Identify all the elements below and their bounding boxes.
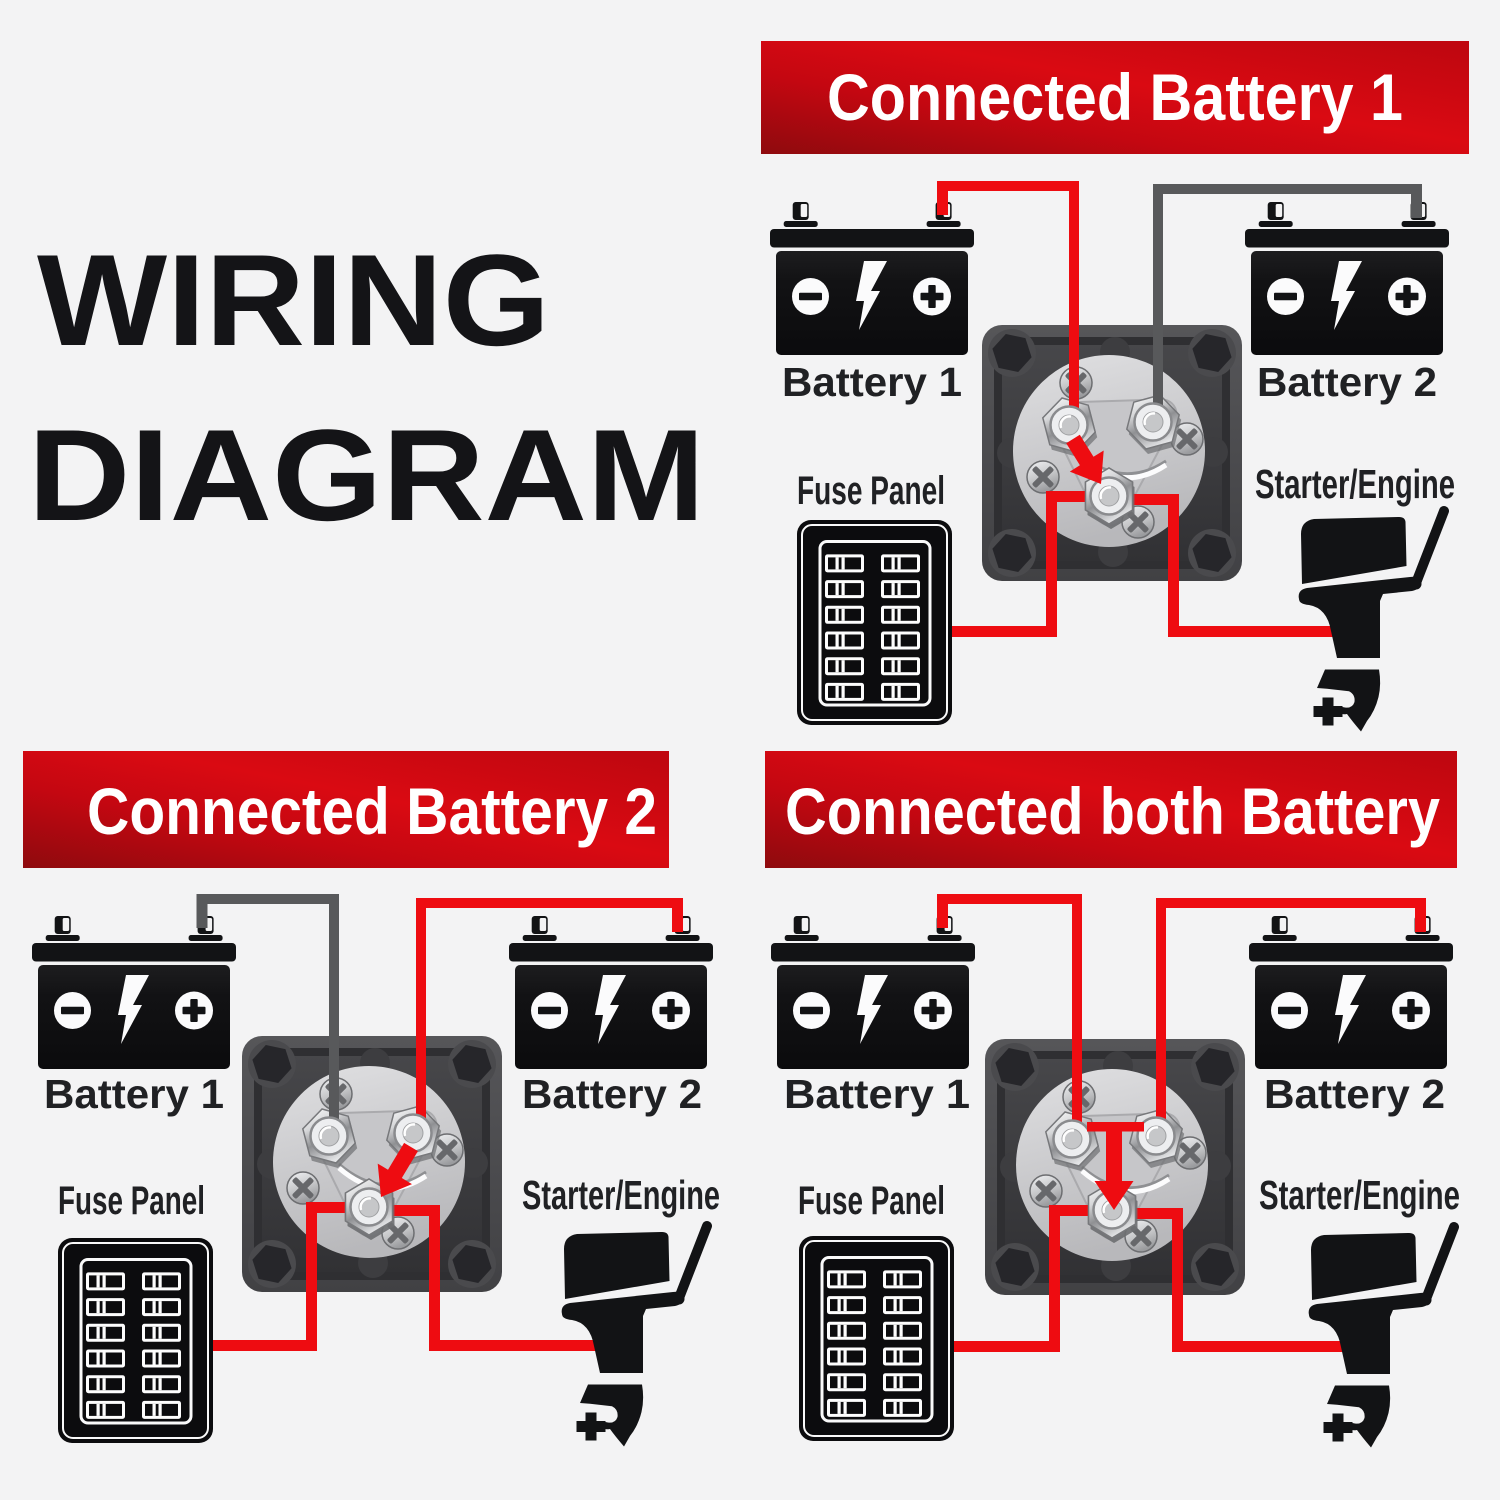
svg-text:DIAGRAM: DIAGRAM	[28, 402, 705, 548]
svg-text:Fuse Panel: Fuse Panel	[797, 469, 945, 513]
svg-text:Battery 1: Battery 1	[782, 359, 962, 405]
svg-text:Battery 1: Battery 1	[44, 1071, 224, 1117]
svg-text:WIRING: WIRING	[37, 227, 550, 373]
svg-text:Starter/Engine: Starter/Engine	[1255, 461, 1455, 507]
svg-text:Connected Battery 1: Connected Battery 1	[827, 60, 1403, 134]
svg-text:Connected Battery 2: Connected Battery 2	[87, 774, 657, 848]
svg-text:Fuse Panel: Fuse Panel	[798, 1179, 945, 1223]
svg-text:Battery 2: Battery 2	[1257, 359, 1437, 405]
svg-text:Battery 2: Battery 2	[522, 1071, 702, 1117]
svg-text:Connected both Battery: Connected both Battery	[785, 774, 1440, 848]
svg-text:Fuse Panel: Fuse Panel	[58, 1179, 205, 1223]
svg-text:Battery 1: Battery 1	[784, 1071, 970, 1117]
svg-text:Battery 2: Battery 2	[1264, 1071, 1445, 1117]
svg-text:Starter/Engine: Starter/Engine	[522, 1172, 720, 1218]
svg-text:Starter/Engine: Starter/Engine	[1259, 1172, 1460, 1218]
